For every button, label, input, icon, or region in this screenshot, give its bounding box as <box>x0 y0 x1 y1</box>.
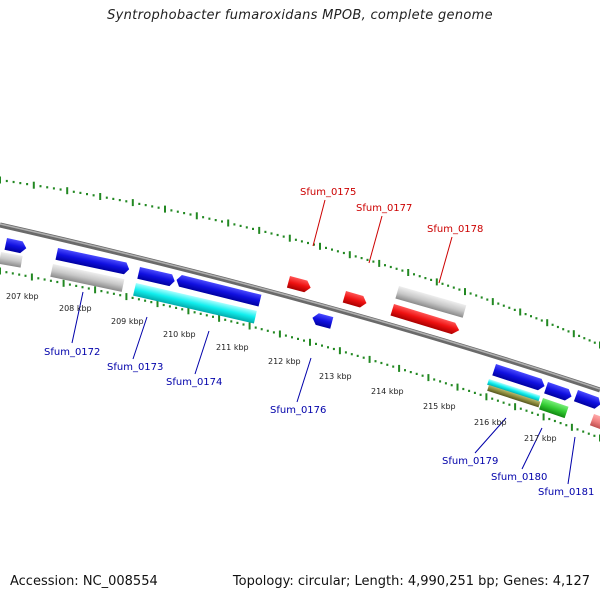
leader-sfum0173 <box>132 316 148 360</box>
gene-feature-sfum0173-cyan <box>133 283 257 324</box>
gene-label-sfum0177: Sfum_0177 <box>356 203 412 214</box>
features <box>0 238 600 430</box>
topology-label: Topology: circular; Length: 4,990,251 bp… <box>232 574 590 589</box>
gene-feature-sfum0172 <box>55 248 130 275</box>
tick-track-inner <box>0 267 600 442</box>
gene-feature-sfum0181 <box>573 390 600 409</box>
gene-feature-sfum0176 <box>312 313 334 329</box>
map-title: Syntrophobacter fumaroxidans MPOB, compl… <box>107 8 493 23</box>
kbp-label: 213 kbp <box>319 372 352 381</box>
kbp-label: 212 kbp <box>268 357 301 366</box>
gene-feature-sfum0177 <box>342 291 367 308</box>
kbp-label: 208 kbp <box>59 304 92 313</box>
leader-sfum0172 <box>71 291 84 344</box>
gene-feature-sfum0174 <box>176 274 262 307</box>
kbp-label: 216 kbp <box>474 418 507 427</box>
leader-sfum0181 <box>567 436 576 485</box>
gene-feature-sfum0173 <box>137 267 175 287</box>
leader-sfum0177 <box>368 215 383 264</box>
leader-sfum0178 <box>438 236 453 284</box>
gene-label-sfum0180: Sfum_0180 <box>491 472 547 483</box>
kbp-labels: 207 kbp 208 kbp 209 kbp 210 kbp 211 kbp … <box>6 292 557 443</box>
kbp-label: 214 kbp <box>371 387 404 396</box>
genome-backbone <box>0 222 600 393</box>
kbp-label: 209 kbp <box>111 317 144 326</box>
gene-feature-sfum0175 <box>286 276 311 293</box>
kbp-label: 215 kbp <box>423 402 456 411</box>
leader-sfum0180 <box>521 427 543 470</box>
gene-label-sfum0179: Sfum_0179 <box>442 456 498 467</box>
gene-labels: Sfum_0172 Sfum_0173 Sfum_0174 Sfum_0175 … <box>44 187 594 498</box>
gene-feature-sfum0179-olive <box>487 385 541 408</box>
gene-feature-left-grey <box>0 252 23 268</box>
gene-label-sfum0178: Sfum_0178 <box>427 224 483 235</box>
leader-sfum0175 <box>312 199 326 247</box>
gene-label-sfum0176: Sfum_0176 <box>270 405 326 416</box>
genome-backbone-highlight <box>0 223 600 390</box>
tick-track-outer <box>0 176 600 349</box>
gene-feature-sfum0172-grey <box>50 264 125 292</box>
gene-feature-sfum0180-green <box>539 398 569 419</box>
gene-label-sfum0173: Sfum_0173 <box>107 362 163 373</box>
gene-label-sfum0172: Sfum_0172 <box>44 347 100 358</box>
gene-label-sfum0181: Sfum_0181 <box>538 487 594 498</box>
gene-label-sfum0174: Sfum_0174 <box>166 377 222 388</box>
kbp-label: 217 kbp <box>524 434 557 443</box>
gene-feature-left-blue <box>4 238 27 254</box>
leader-sfum0174 <box>194 330 210 375</box>
gene-feature-sfum0179-cyan <box>487 379 541 402</box>
leader-lines <box>71 199 576 485</box>
gene-feature-sfum0178 <box>390 304 460 335</box>
leader-sfum0179 <box>474 417 507 454</box>
kbp-label: 210 kbp <box>163 330 196 339</box>
gene-label-sfum0175: Sfum_0175 <box>300 187 356 198</box>
leader-sfum0176 <box>296 357 312 403</box>
gene-feature-pink <box>589 414 600 430</box>
kbp-label: 207 kbp <box>6 292 39 301</box>
gene-feature-sfum0179 <box>492 364 545 391</box>
gene-feature-sfum0180 <box>544 382 572 401</box>
gene-feature-sfum0178-grey <box>395 286 467 318</box>
kbp-label: 211 kbp <box>216 343 249 352</box>
accession-label: Accession: NC_008554 <box>10 574 158 589</box>
